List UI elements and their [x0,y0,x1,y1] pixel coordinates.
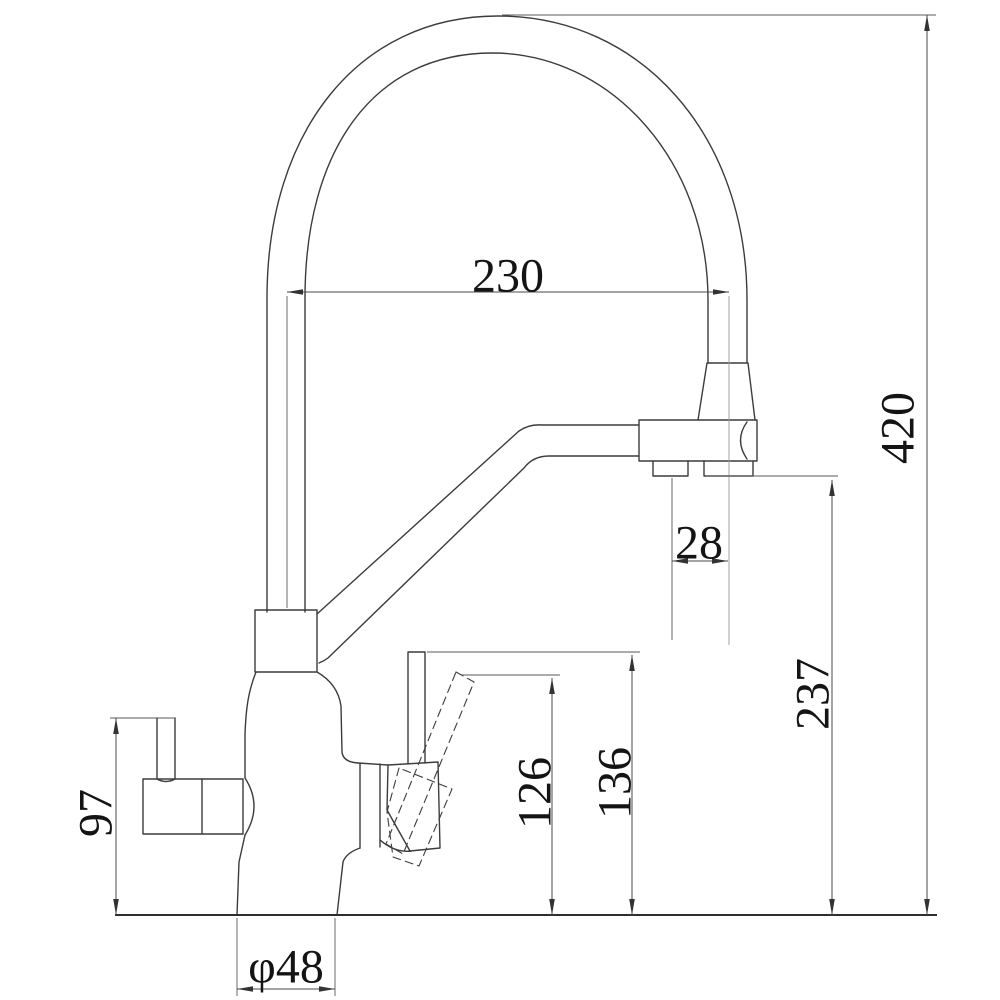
dimension-arrow [924,899,930,915]
aerator-tab-left [652,460,689,477]
dimension-annotations: 230 420 28 237 136 126 97 φ48 [69,14,936,996]
dimension-arrow [629,899,635,915]
dimension-arrow [924,15,930,31]
spout-arm-upper-edge [316,424,640,615]
spray-head-cone [697,362,756,421]
spray-head-body [638,419,758,462]
mixer-handle-body [386,761,441,852]
dimension-spout-reach: 230 [286,249,729,608]
spout-arm-lower-edge [318,455,640,664]
dimension-label: 420 [871,392,924,464]
dimension-label: 136 [588,747,641,819]
dimension-label: 237 [786,658,839,730]
spray-head-end-arc [739,421,748,460]
spout-hose-inner-arc [304,52,709,613]
dimension-label: 230 [472,249,544,302]
dimension-arrow [629,655,635,671]
dimension-aerator-offset: 28 [671,478,728,640]
dimension-arrow [237,986,253,992]
body-left-edge [244,671,257,779]
swivel-collar [254,609,318,673]
dimension-arrow [113,718,119,734]
aerator-tab-right [703,460,754,477]
dimension-arrow [712,558,728,564]
filter-handle-body [142,778,244,835]
dimension-side-handle-height: 97 [69,717,175,915]
dimension-arrow [713,289,729,295]
dimension-label: 28 [675,516,723,569]
dimension-arrow [549,899,555,915]
mixer-handle-lever-dashed [385,671,475,855]
dimension-total-height: 420 [502,14,936,915]
dimension-spout-outlet-height: 237 [706,475,839,915]
dimension-arrow [113,899,119,915]
dimension-lever-up-height: 136 [427,651,641,915]
body-right-edge [316,671,359,764]
mixer-mount-front [357,762,389,849]
dimension-label: 97 [69,789,122,837]
spout-hose-outer-arc [266,15,748,613]
body-left-hub-arc [244,777,255,836]
dimension-label: 126 [508,757,561,829]
dimension-lever-tilted-height: 126 [462,674,561,915]
mixer-handle-body-dashed [386,767,453,867]
filter-handle-stem [156,717,176,783]
dimension-arrow [829,899,835,915]
dimension-arrow [549,678,555,694]
body-left-lower-edge [236,834,246,916]
dimension-arrow [829,480,835,496]
dimension-arrow [672,558,688,564]
dimension-arrow [319,986,335,992]
dimension-base-diameter: φ48 [236,918,336,996]
body-right-lower-edge [336,847,361,916]
faucet-outline [115,15,937,916]
mixer-handle-lever [407,651,426,765]
dimension-label: φ48 [248,940,324,993]
dimension-arrow [287,289,303,295]
